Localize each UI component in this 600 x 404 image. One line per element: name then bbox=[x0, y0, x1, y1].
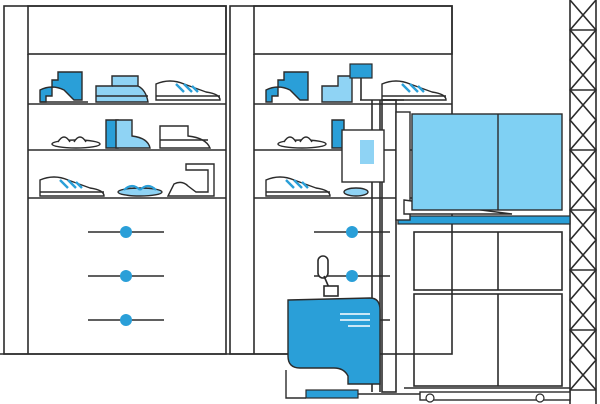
sneaker-icon bbox=[381, 80, 447, 101]
drawer-knob-left-3[interactable] bbox=[120, 314, 132, 326]
sneaker-icon bbox=[265, 176, 331, 197]
mast-top-light bbox=[349, 63, 373, 79]
drawer-knob-left-1[interactable] bbox=[120, 226, 132, 238]
ankle-boot-icon bbox=[321, 75, 353, 103]
flip-flop-icon bbox=[343, 187, 369, 197]
rack-beam bbox=[397, 215, 571, 225]
drawer-knob-right-1[interactable] bbox=[346, 226, 358, 238]
high-heel-shoe-icon bbox=[166, 163, 215, 197]
sneaker-icon bbox=[155, 80, 221, 101]
sneaker-icon bbox=[39, 176, 105, 197]
high-heel-shoe-icon bbox=[265, 71, 309, 103]
sandal-icon bbox=[51, 136, 101, 149]
drawer-knob-left-2[interactable] bbox=[120, 270, 132, 282]
sandal-icon bbox=[277, 136, 327, 149]
loafer-icon bbox=[159, 125, 212, 149]
rain-boot-icon bbox=[105, 119, 151, 149]
drawer-knob-right-2[interactable] bbox=[346, 270, 358, 282]
right-pallet-rack bbox=[404, 0, 598, 404]
stacker-forklift[interactable] bbox=[285, 63, 571, 403]
control-panel[interactable] bbox=[341, 129, 385, 183]
high-heel-shoe-icon bbox=[39, 71, 88, 103]
flip-flop-icon bbox=[117, 184, 163, 197]
ankle-boot-icon bbox=[95, 75, 149, 103]
shoe-box-stack bbox=[411, 113, 563, 211]
